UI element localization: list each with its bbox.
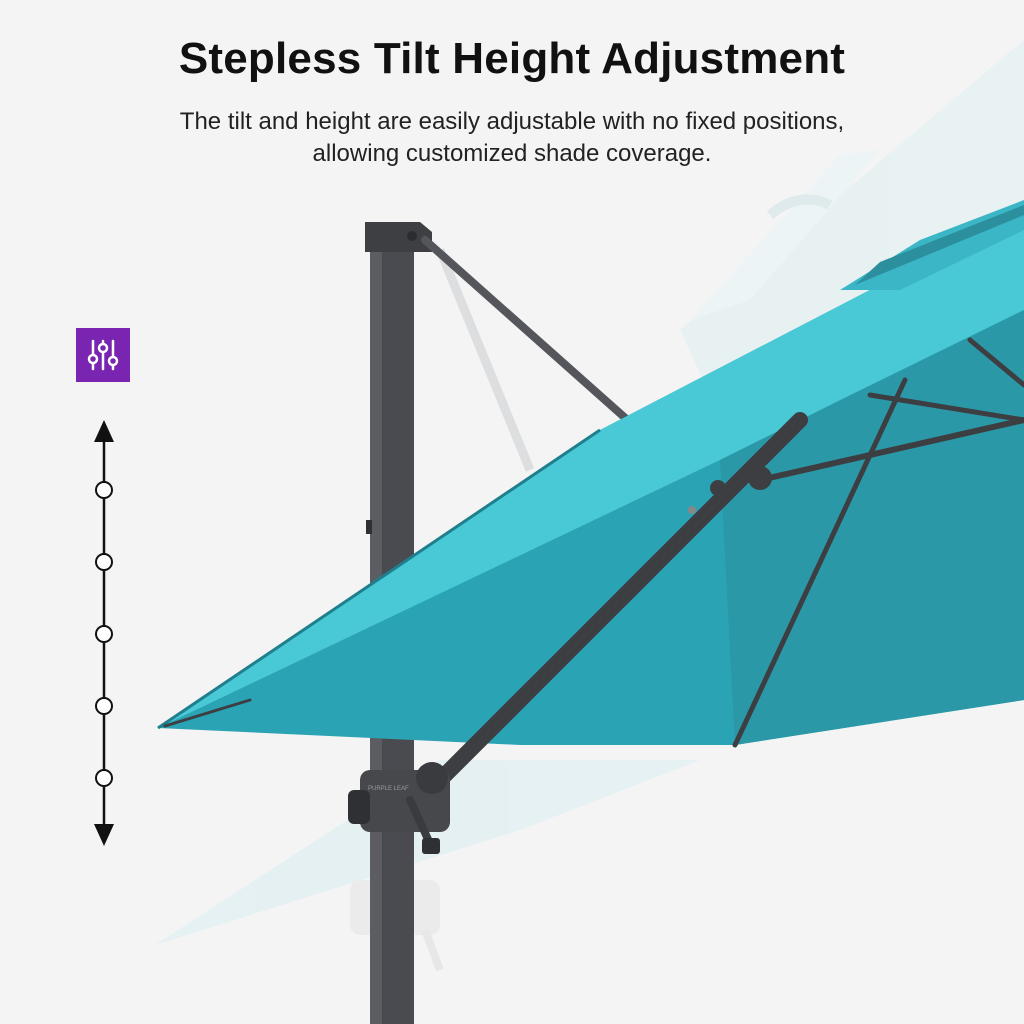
scale-marker bbox=[95, 481, 113, 499]
canopy-ribs bbox=[163, 337, 1024, 788]
vertical-adjust-scale-icon bbox=[94, 420, 114, 846]
scale-marker bbox=[95, 697, 113, 715]
subtitle-line-2: allowing customized shade coverage. bbox=[312, 140, 712, 167]
adjustment-badge bbox=[76, 328, 130, 382]
headline-title: Stepless Tilt Height Adjustment bbox=[178, 34, 846, 83]
crank-brand-text: PURPLE LEAF bbox=[368, 786, 409, 792]
support-strut bbox=[421, 236, 636, 428]
arrow-down-icon bbox=[94, 824, 114, 846]
scale-marker bbox=[95, 553, 113, 571]
arrow-up-icon bbox=[94, 420, 114, 442]
rib-hub bbox=[688, 466, 772, 514]
sliders-icon bbox=[87, 339, 119, 371]
scale-marker bbox=[95, 769, 113, 787]
subtitle-line-1: The tilt and height are easily adjustabl… bbox=[179, 108, 845, 135]
headline-subtitle: The tilt and height are easily adjustabl… bbox=[0, 106, 1024, 170]
scale-marker bbox=[95, 625, 113, 643]
tilt-crank-mechanism: PURPLE LEAF bbox=[348, 762, 450, 854]
umbrella-canopy bbox=[157, 200, 1024, 745]
